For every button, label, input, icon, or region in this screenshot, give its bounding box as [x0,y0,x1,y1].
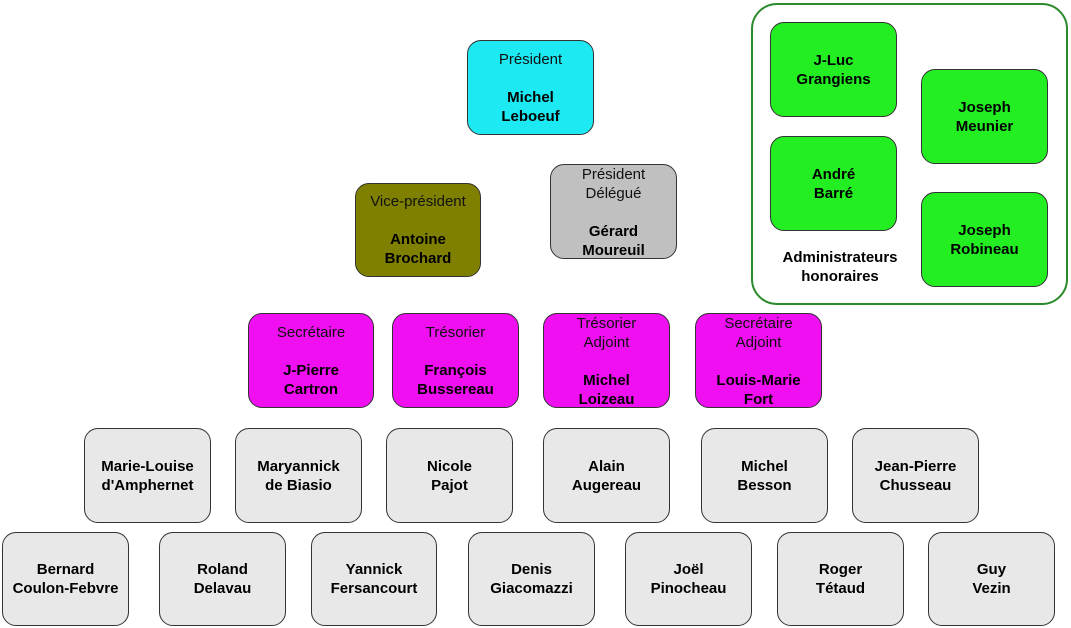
president-delegue-box: Président Délégué Gérard Moureuil [550,164,677,259]
role-label: Secrétaire Adjoint [724,315,793,351]
person-name: Michel Loizeau [578,372,635,408]
role-label: Trésorier [425,323,486,341]
role-label: Vice-président [370,193,466,210]
role-label: Trésorier Adjoint [576,315,637,351]
person-name: Louis-Marie Fort [716,372,801,408]
bureau-box-secretaire: Secrétaire J-Pierre Cartron [248,313,374,408]
person-name: Michel Leboeuf [501,88,560,125]
vice-president-box: Vice-président Antoine Brochard [355,183,481,277]
role-label: Secrétaire [276,323,346,341]
person-name: Gérard Moureuil [582,223,645,259]
role-label: Président [498,50,563,68]
person-name: Antoine Brochard [384,231,452,267]
role-label: Président Délégué [581,166,646,202]
honorary-caption: Administrateurs honoraires [782,249,898,285]
bureau-box-tresorier-adjoint: Trésorier Adjoint Michel Loizeau [543,313,670,408]
bureau-box-tresorier: Trésorier François Bussereau [392,313,519,408]
person-name: J-Pierre Cartron [283,361,339,398]
president-box: Président Michel Leboeuf [467,40,594,135]
bureau-box-secretaire-adjoint: Secrétaire Adjoint Louis-Marie Fort [695,313,822,408]
person-name: François Bussereau [417,361,494,398]
honorary-frame [751,3,1068,305]
